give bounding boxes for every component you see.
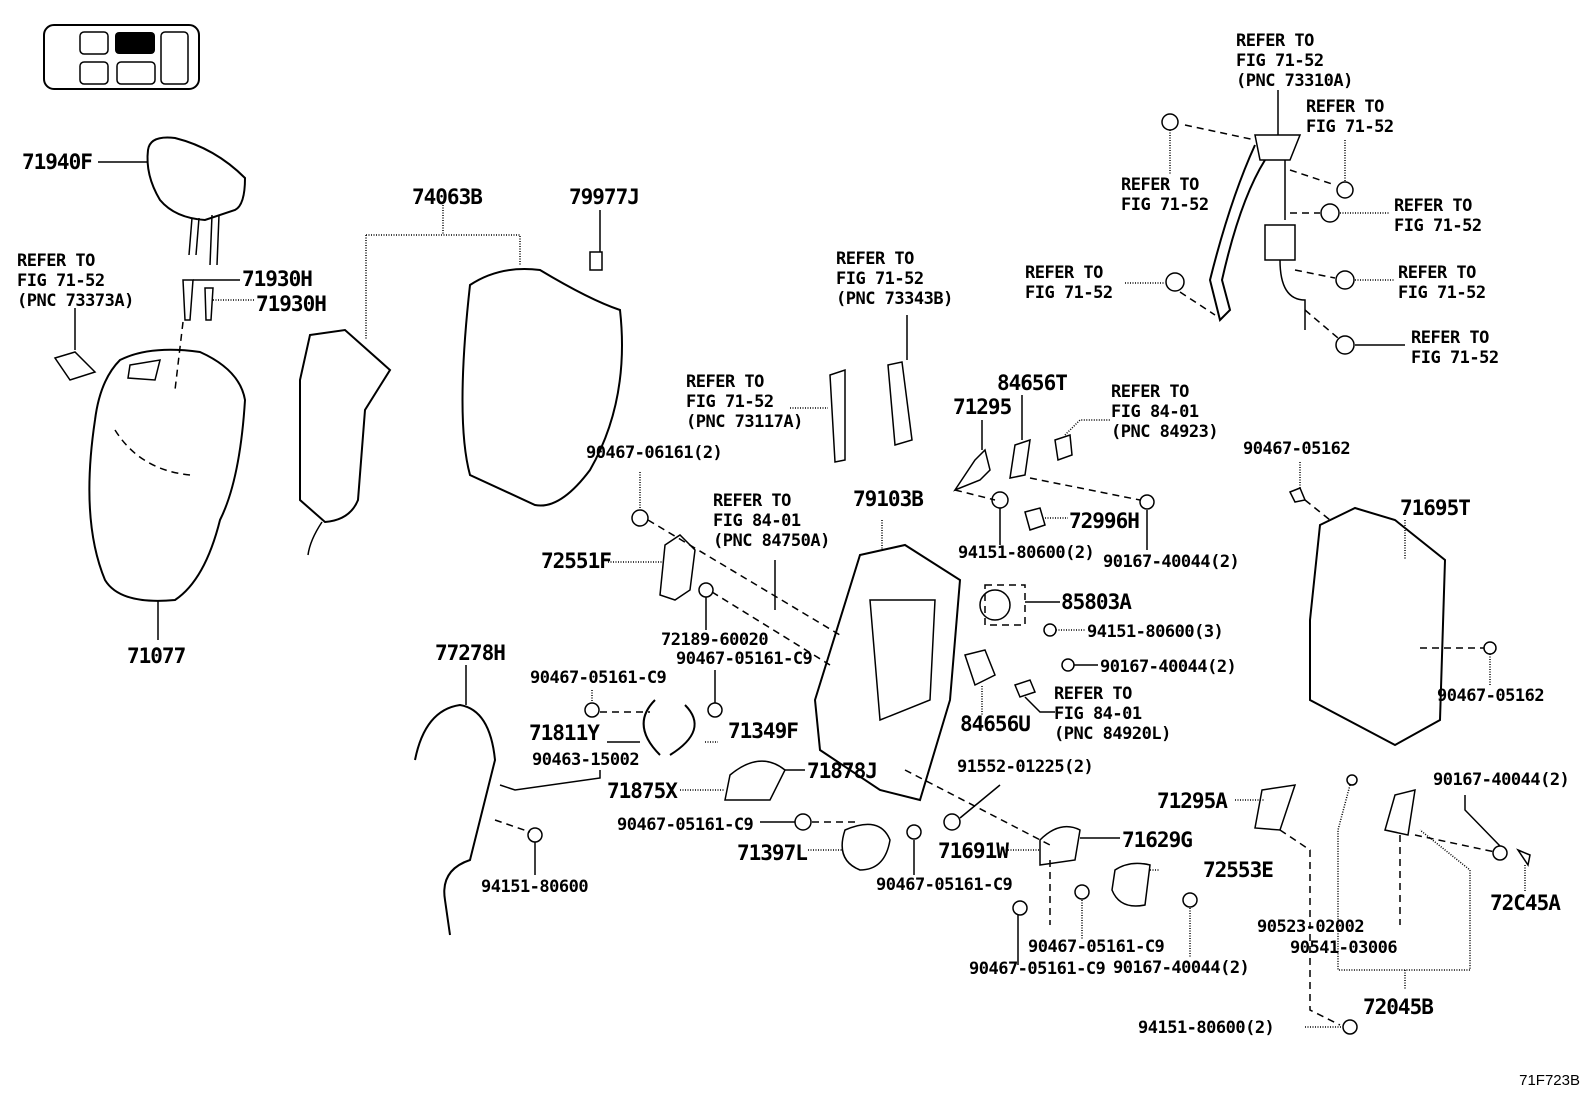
ref-label-fig-71-52-d[interactable]: REFER TO FIG 71-52 bbox=[1025, 263, 1113, 303]
part-label-94151-80600-3[interactable]: 94151-80600(3) bbox=[1087, 622, 1224, 642]
part-label-90467-05162-a[interactable]: 90467-05162 bbox=[1243, 439, 1351, 459]
ref-label-pnc-73373a[interactable]: REFER TO FIG 71-52 (PNC 73373A) bbox=[17, 251, 134, 311]
part-label-72045b[interactable]: 72045B bbox=[1363, 995, 1434, 1019]
part-label-72996h[interactable]: 72996H bbox=[1069, 509, 1140, 533]
part-label-71397l[interactable]: 71397L bbox=[737, 841, 808, 865]
part-label-79977j[interactable]: 79977J bbox=[569, 185, 640, 209]
part-label-84656t[interactable]: 84656T bbox=[997, 371, 1068, 395]
part-label-79103b[interactable]: 79103B bbox=[853, 487, 924, 511]
part-label-94151-80600[interactable]: 94151-80600 bbox=[481, 877, 589, 897]
part-label-90167-40044-2-a[interactable]: 90167-40044(2) bbox=[1103, 552, 1240, 572]
part-85803a bbox=[979, 584, 1085, 637]
bracket-73117a bbox=[829, 368, 846, 463]
cover-71397l bbox=[841, 823, 891, 871]
part-label-71691w[interactable]: 71691W bbox=[938, 839, 1009, 863]
part-label-71349f[interactable]: 71349F bbox=[728, 719, 799, 743]
ref-label-fig-71-52-a[interactable]: REFER TO FIG 71-52 bbox=[1306, 97, 1394, 137]
part-label-71930h-1[interactable]: 71930H bbox=[242, 267, 313, 291]
part-72996h bbox=[1024, 507, 1046, 531]
part-label-90541-03006[interactable]: 90541-03006 bbox=[1290, 938, 1398, 958]
ref-label-pnc-84923[interactable]: REFER TO FIG 84-01 (PNC 84923) bbox=[1111, 382, 1219, 442]
part-label-90463-15002[interactable]: 90463-15002 bbox=[532, 750, 640, 770]
part-label-90467-05161-c9-c[interactable]: 90467-05161-C9 bbox=[617, 815, 754, 835]
part-71295a bbox=[1254, 784, 1297, 831]
part-label-90467-05161-c9-e[interactable]: 90467-05161-C9 bbox=[1028, 937, 1165, 957]
part-label-90167-40044-2-b[interactable]: 90167-40044(2) bbox=[1100, 657, 1237, 677]
part-label-84656u[interactable]: 84656U bbox=[960, 712, 1031, 736]
part-label-74063b[interactable]: 74063B bbox=[412, 185, 483, 209]
headrest-guides bbox=[174, 279, 255, 391]
part-label-72551f[interactable]: 72551F bbox=[541, 549, 612, 573]
part-label-90467-05161-c9-a[interactable]: 90467-05161-C9 bbox=[676, 649, 813, 669]
cover-71875x bbox=[724, 760, 786, 801]
part-label-71629g[interactable]: 71629G bbox=[1122, 828, 1193, 852]
figure-id: 71F723B bbox=[1519, 1072, 1580, 1089]
part-label-90167-40044-2-d[interactable]: 90167-40044(2) bbox=[1433, 770, 1570, 790]
ref-label-pnc-73117a[interactable]: REFER TO FIG 71-52 (PNC 73117A) bbox=[686, 372, 803, 432]
seat-belt-drawing bbox=[1125, 90, 1405, 355]
part-label-90167-40044-2-c[interactable]: 90167-40044(2) bbox=[1113, 958, 1250, 978]
part-label-71077[interactable]: 71077 bbox=[127, 644, 186, 668]
part-label-91552-01225[interactable]: 91552-01225(2) bbox=[957, 757, 1094, 777]
part-label-71930h-2[interactable]: 71930H bbox=[256, 292, 327, 316]
ref-label-fig-71-52-f[interactable]: REFER TO FIG 71-52 bbox=[1411, 328, 1499, 368]
seat-position-locator-icon bbox=[43, 24, 200, 90]
part-label-72553e[interactable]: 72553E bbox=[1203, 858, 1274, 882]
ref-label-pnc-73343b[interactable]: REFER TO FIG 71-52 (PNC 73343B) bbox=[836, 249, 953, 309]
part-72045b-bracket bbox=[1384, 788, 1416, 836]
part-label-90467-05161-c9-d[interactable]: 90467-05161-C9 bbox=[876, 875, 1013, 895]
part-label-71295[interactable]: 71295 bbox=[953, 395, 1012, 419]
part-label-71695t[interactable]: 71695T bbox=[1400, 496, 1471, 520]
part-71295 bbox=[953, 448, 991, 492]
clip-71349f bbox=[669, 704, 696, 756]
part-label-90467-05161-c9-f[interactable]: 90467-05161-C9 bbox=[969, 959, 1106, 979]
part-label-90467-05161-c9-b[interactable]: 90467-05161-C9 bbox=[530, 668, 667, 688]
headrest-drawing bbox=[98, 136, 247, 266]
part-84656u bbox=[964, 649, 996, 687]
part-label-94151-80600-2-b[interactable]: 94151-80600(2) bbox=[1138, 1018, 1275, 1038]
seatback-pad-drawing bbox=[299, 205, 623, 556]
bracket-73343b bbox=[887, 361, 913, 446]
bracket-72551f bbox=[659, 534, 696, 601]
ref-label-fig-71-52-c[interactable]: REFER TO FIG 71-52 bbox=[1394, 196, 1482, 236]
part-84656t bbox=[1009, 438, 1031, 479]
part-label-71878j[interactable]: 71878J bbox=[807, 759, 878, 783]
part-label-71811y[interactable]: 71811Y bbox=[529, 721, 600, 745]
part-label-71940f[interactable]: 71940F bbox=[22, 150, 93, 174]
ref-label-pnc-84750a[interactable]: REFER TO FIG 84-01 (PNC 84750A) bbox=[713, 491, 830, 551]
part-label-90467-05162-b[interactable]: 90467-05162 bbox=[1437, 686, 1545, 706]
cover-71629g bbox=[1039, 825, 1081, 866]
part-label-72c45a[interactable]: 72C45A bbox=[1490, 891, 1561, 915]
seat-frame-drawing bbox=[813, 520, 962, 802]
connector-84923 bbox=[1054, 433, 1073, 462]
ref-label-fig-71-52-b[interactable]: REFER TO FIG 71-52 bbox=[1121, 175, 1209, 215]
part-label-94151-80600-2-a[interactable]: 94151-80600(2) bbox=[958, 543, 1095, 563]
cover-72553e bbox=[1111, 862, 1151, 907]
part-label-85803a[interactable]: 85803A bbox=[1061, 590, 1132, 614]
harness-77278h bbox=[414, 703, 497, 936]
clip-71811y bbox=[642, 699, 661, 756]
part-label-77278h[interactable]: 77278H bbox=[435, 641, 506, 665]
clip-73373a bbox=[53, 351, 97, 381]
part-label-90467-06161[interactable]: 90467-06161(2) bbox=[586, 443, 723, 463]
ref-label-pnc-84920l[interactable]: REFER TO FIG 84-01 (PNC 84920L) bbox=[1054, 684, 1171, 744]
part-label-72189-60020[interactable]: 72189-60020 bbox=[661, 630, 769, 650]
ref-label-fig-71-52-e[interactable]: REFER TO FIG 71-52 bbox=[1398, 263, 1486, 303]
part-label-71875x[interactable]: 71875X bbox=[607, 779, 678, 803]
ref-label-pnc-73310a[interactable]: REFER TO FIG 71-52 (PNC 73310A) bbox=[1236, 31, 1353, 91]
seatback-board-71695t bbox=[1309, 506, 1447, 747]
part-label-71295a[interactable]: 71295A bbox=[1157, 789, 1228, 813]
seatback-cover-drawing bbox=[88, 348, 247, 640]
part-label-90523-02002[interactable]: 90523-02002 bbox=[1257, 917, 1365, 937]
